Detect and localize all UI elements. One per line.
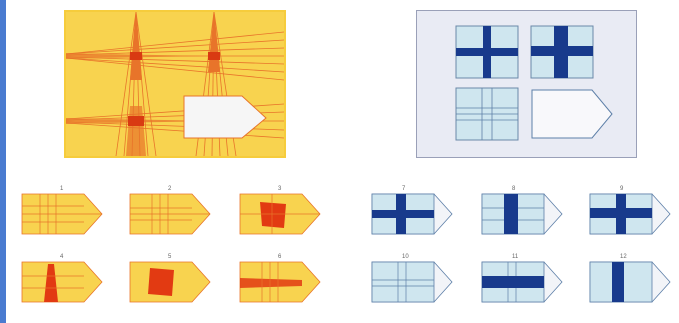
option-number-12: 12	[620, 254, 627, 260]
option-number-11: 11	[512, 254, 518, 260]
puzzle-panel-left	[64, 10, 286, 158]
option-number-5: 5	[168, 254, 171, 260]
options-left-image	[16, 186, 334, 316]
options-right-group	[368, 186, 674, 316]
options-left-group	[16, 186, 334, 316]
option-number-4: 4	[60, 254, 63, 260]
option-number-2: 2	[168, 186, 171, 192]
option-number-7: 7	[402, 186, 405, 192]
options-right-image	[368, 186, 674, 316]
option-number-8: 8	[512, 186, 515, 192]
option-number-1: 1	[60, 186, 63, 192]
option-number-10: 10	[402, 254, 409, 260]
left-edge-bar	[0, 0, 6, 323]
puzzle-left-image	[64, 10, 286, 158]
option-number-3: 3	[278, 186, 281, 192]
puzzle-right-image	[416, 10, 637, 158]
option-number-6: 6	[278, 254, 281, 260]
option-number-9: 9	[620, 186, 623, 192]
puzzle-panel-right	[416, 10, 637, 158]
